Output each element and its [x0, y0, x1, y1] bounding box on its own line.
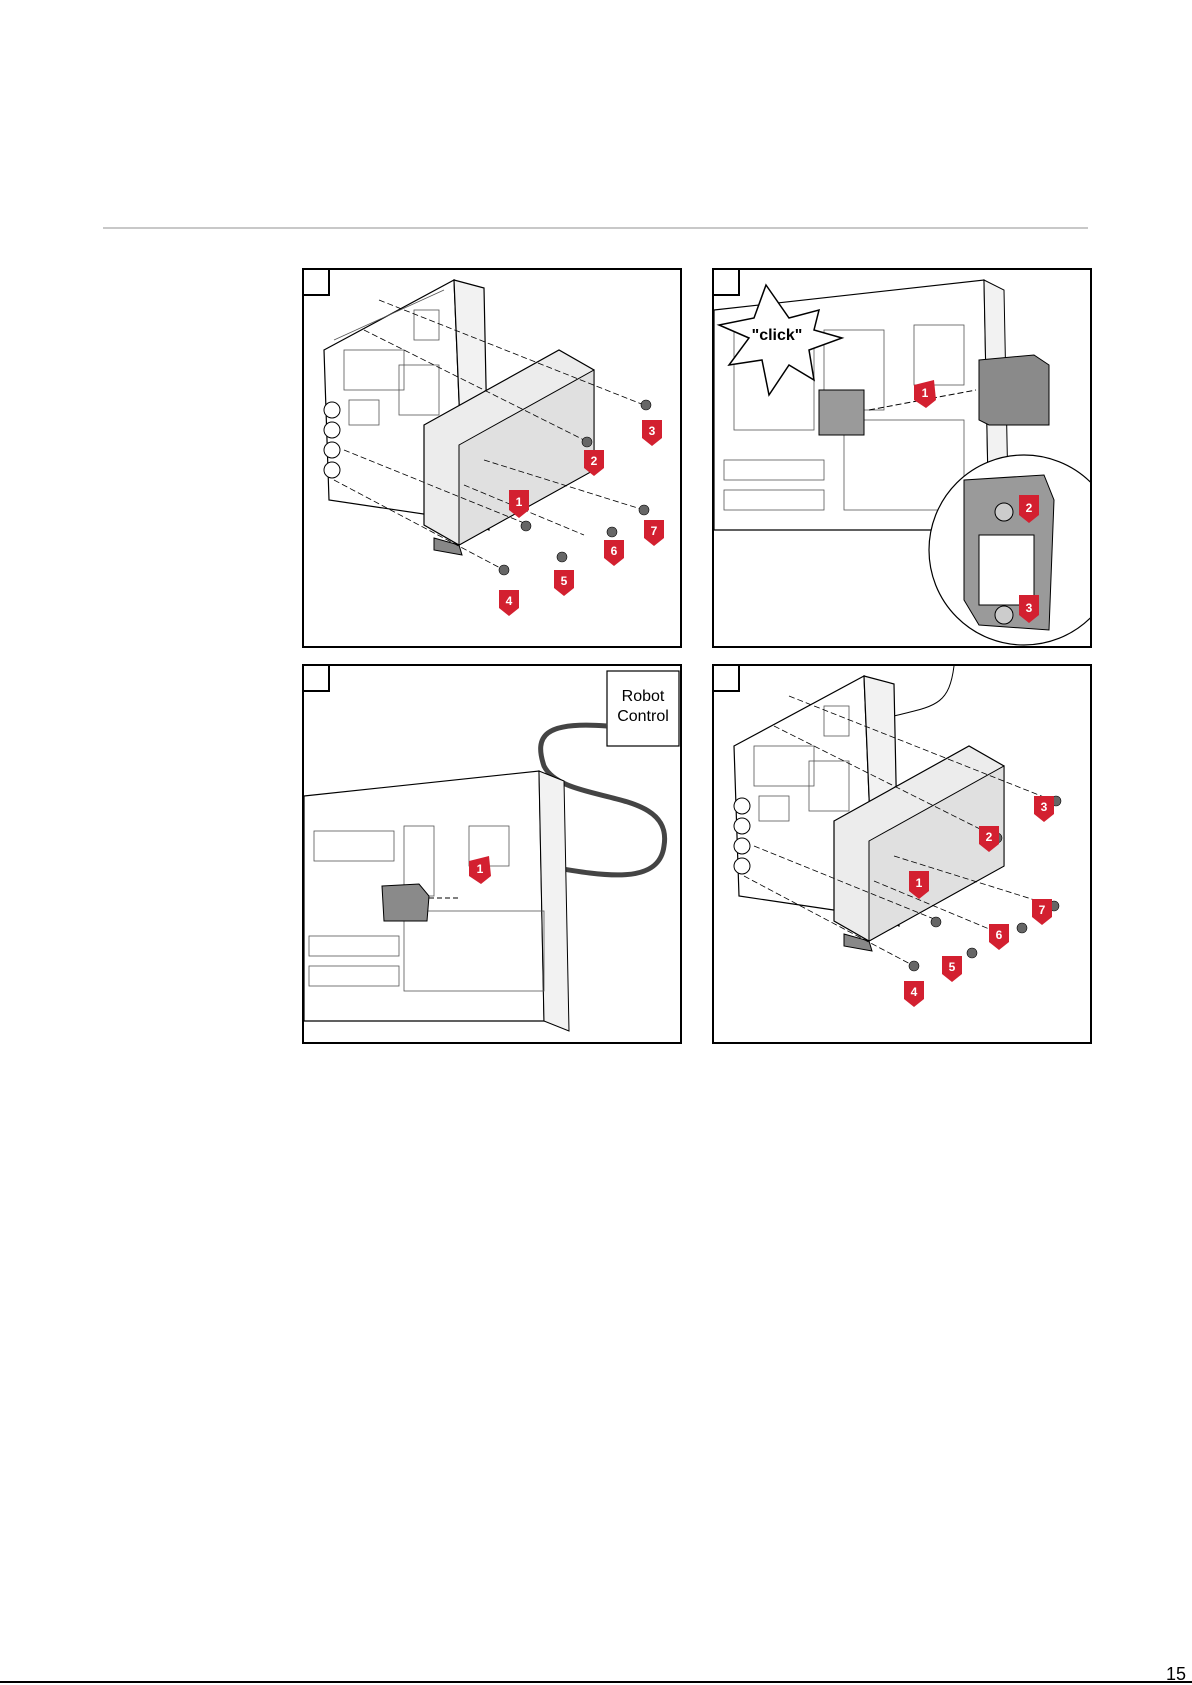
figure-panel-step-1: 1 2 3 4 5 6 7 — [302, 268, 682, 648]
step-number-box — [304, 666, 330, 692]
badge-1: 1 — [477, 862, 484, 876]
illustration-connect-cable: Robot Control 1 — [304, 666, 682, 1044]
click-callout: "click" — [752, 327, 803, 344]
badge-3: 3 — [1041, 800, 1048, 814]
figure-panel-step-3: Robot Control 1 — [302, 664, 682, 1044]
badge-5: 5 — [949, 960, 956, 974]
step-number-box — [714, 270, 740, 296]
badge-4: 4 — [506, 594, 513, 608]
step-number-box — [714, 666, 740, 692]
illustration-remove-cover: 1 2 3 4 5 6 7 — [304, 270, 682, 648]
badge-2: 2 — [591, 454, 598, 468]
badge-2: 2 — [986, 830, 993, 844]
figure-panel-step-4: 1 2 3 4 5 6 7 — [712, 664, 1092, 1044]
badge-6: 6 — [996, 928, 1003, 942]
step-number-box — [304, 270, 330, 296]
footer-divider — [0, 1681, 1192, 1683]
badge-5: 5 — [561, 574, 568, 588]
badge-3: 3 — [1026, 601, 1033, 615]
badge-3: 3 — [649, 424, 656, 438]
badge-1: 1 — [516, 495, 523, 509]
badge-1: 1 — [922, 386, 929, 400]
badge-4: 4 — [911, 985, 918, 999]
page-number: 15 — [1166, 1664, 1186, 1685]
badge-2: 2 — [1026, 501, 1033, 515]
badge-7: 7 — [1039, 903, 1046, 917]
header-divider — [103, 227, 1088, 229]
robot-control-label-line2: Control — [617, 708, 669, 725]
badge-7: 7 — [651, 524, 658, 538]
figure-panel-step-2: "click" 1 2 3 — [712, 268, 1092, 648]
badge-6: 6 — [611, 544, 618, 558]
badge-1: 1 — [916, 876, 923, 890]
robot-control-label-line1: Robot — [622, 688, 665, 705]
illustration-refit-cover: 1 2 3 4 5 6 7 — [714, 666, 1092, 1044]
illustration-insert-module: "click" 1 2 3 — [714, 270, 1092, 648]
